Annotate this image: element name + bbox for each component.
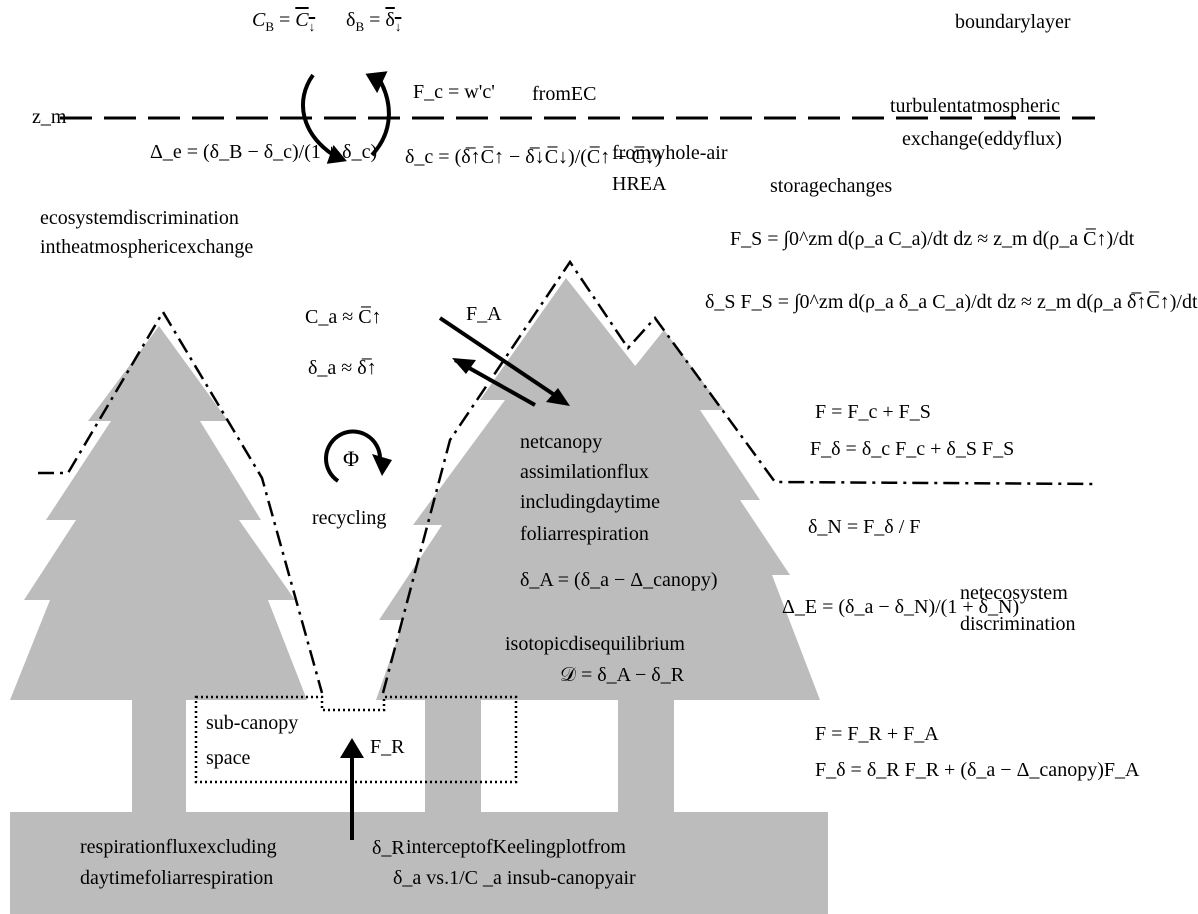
turbulent-label-2: exchange(eddyflux) [902,128,1062,150]
from-whole-air-label: fromwhole-air [612,142,728,164]
net-ecosystem-label-1: netecosystem [960,582,1068,604]
turbulent-label-1: turbulentatmospheric [890,95,1060,117]
sub-canopy-label-2: space [206,747,251,769]
isotopic-disequilibrium-label: isotopicdisequilibrium [505,633,685,655]
ecosystem-discrimination-label-2: intheatmosphericexchange [40,236,254,258]
recycling-label: recycling [312,507,387,529]
f-equation-2: F = F_R + F_A [815,723,939,745]
eddy-arrow-down-head [326,145,347,164]
dsfs-equation: δ_S F_S = ∫0^zm d(ρ_a δ_a C_a)/dt dz ≈ z… [705,291,1198,313]
recycling-arrow [324,429,382,483]
keeling-label-1: interceptofKeelingplotfrom [406,836,626,858]
f-equation-1: F = F_c + F_S [815,401,931,423]
boundary-layer-label: boundarylayer [955,11,1071,33]
net-canopy-label-2: assimilationflux [520,461,649,483]
left-tree-trunk [132,690,186,815]
fr-arrow-head [340,738,364,758]
fd-equation-2: F_δ = δ_R F_R + (δ_a − Δ_canopy)F_A [815,759,1140,781]
net-canopy-label-3: includingdaytime [520,491,660,513]
sub-canopy-label-1: sub-canopy [206,712,299,734]
respiration-label-1: respirationfluxexcluding [80,836,277,858]
net-ecosystem-label-2: discrimination [960,613,1076,635]
fr-label: F_R [370,736,405,758]
canopy-outline-dashdot-right [381,259,1099,694]
ca-equation: C_a ≈ C̅↑ [305,306,382,328]
dn-equation: δ_N = F_δ / F [808,516,921,538]
from-ec-label: fromEC [532,83,597,105]
left-tree-canopy [10,326,307,700]
respiration-label-2: daytimefoliarrespiration [80,867,274,889]
fs-equation: F_S = ∫0^zm d(ρ_a C_a)/dt dz ≈ z_m d(ρ_a… [730,228,1135,250]
fa-label: F_A [466,303,502,325]
middle-tree-trunk [425,700,481,815]
fa-arrow-down-head [546,388,570,406]
da-canopy-equation: δ_A = (δ_a − Δ_canopy) [520,569,718,591]
eddy-arrow-up-head [365,71,388,94]
hrea-label: HREA [612,173,667,195]
recycling-arrow-head [372,454,392,476]
delta-e-equation: Δ_e = (δ_B − δ_c)/(1 + δ_c) [150,141,378,163]
ecosystem-discrimination-label-1: ecosystemdiscrimination [40,207,239,229]
net-canopy-label-4: foliarrespiration [520,523,649,545]
diagram-canvas: CB = C↓ δB = δ↓ boundarylayer F_c = w'c'… [10,9,1198,914]
eddy-arrow-down [300,73,340,160]
right-tree-canopy [505,330,820,700]
net-canopy-label-1: netcanopy [520,431,603,453]
sub-canopy-dotted-box [194,695,518,784]
de-equation: Δ_E = (δ_a − δ_N)/(1 + δ_N) [782,596,1020,618]
da-equation: δ_a ≈ δ̅↑ [308,357,377,379]
fd-equation-1: F_δ = δ_c F_c + δ_S F_S [810,438,1015,460]
dr-label: δ_R [372,837,405,859]
zm-label: z_m [32,106,67,128]
phi-label: Φ [343,446,360,471]
delta-c-equation: δ_c = (δ̅↑C̅↑ − δ̅↓C̅↓)/(C̅↑ − C̅↓) [405,146,662,168]
fa-arrow-down-line [438,316,567,404]
cb-equation: CB = C↓ [252,9,316,34]
fc-equation-label: F_c = w'c' [413,81,495,103]
diagram-graphics [10,71,1099,914]
storage-changes-label: storagechanges [770,175,893,197]
eddy-arrow-up [370,75,391,157]
d-equation: 𝒟 = δ_A − δ_R [560,664,685,686]
fa-arrow-up-head [452,358,476,374]
keeling-label-2: δ_a vs.1/C _a insub-canopyair [393,867,636,889]
ground-block [10,812,828,914]
db-equation: δB = δ↓ [346,9,402,34]
right-tree-trunk [618,700,674,815]
